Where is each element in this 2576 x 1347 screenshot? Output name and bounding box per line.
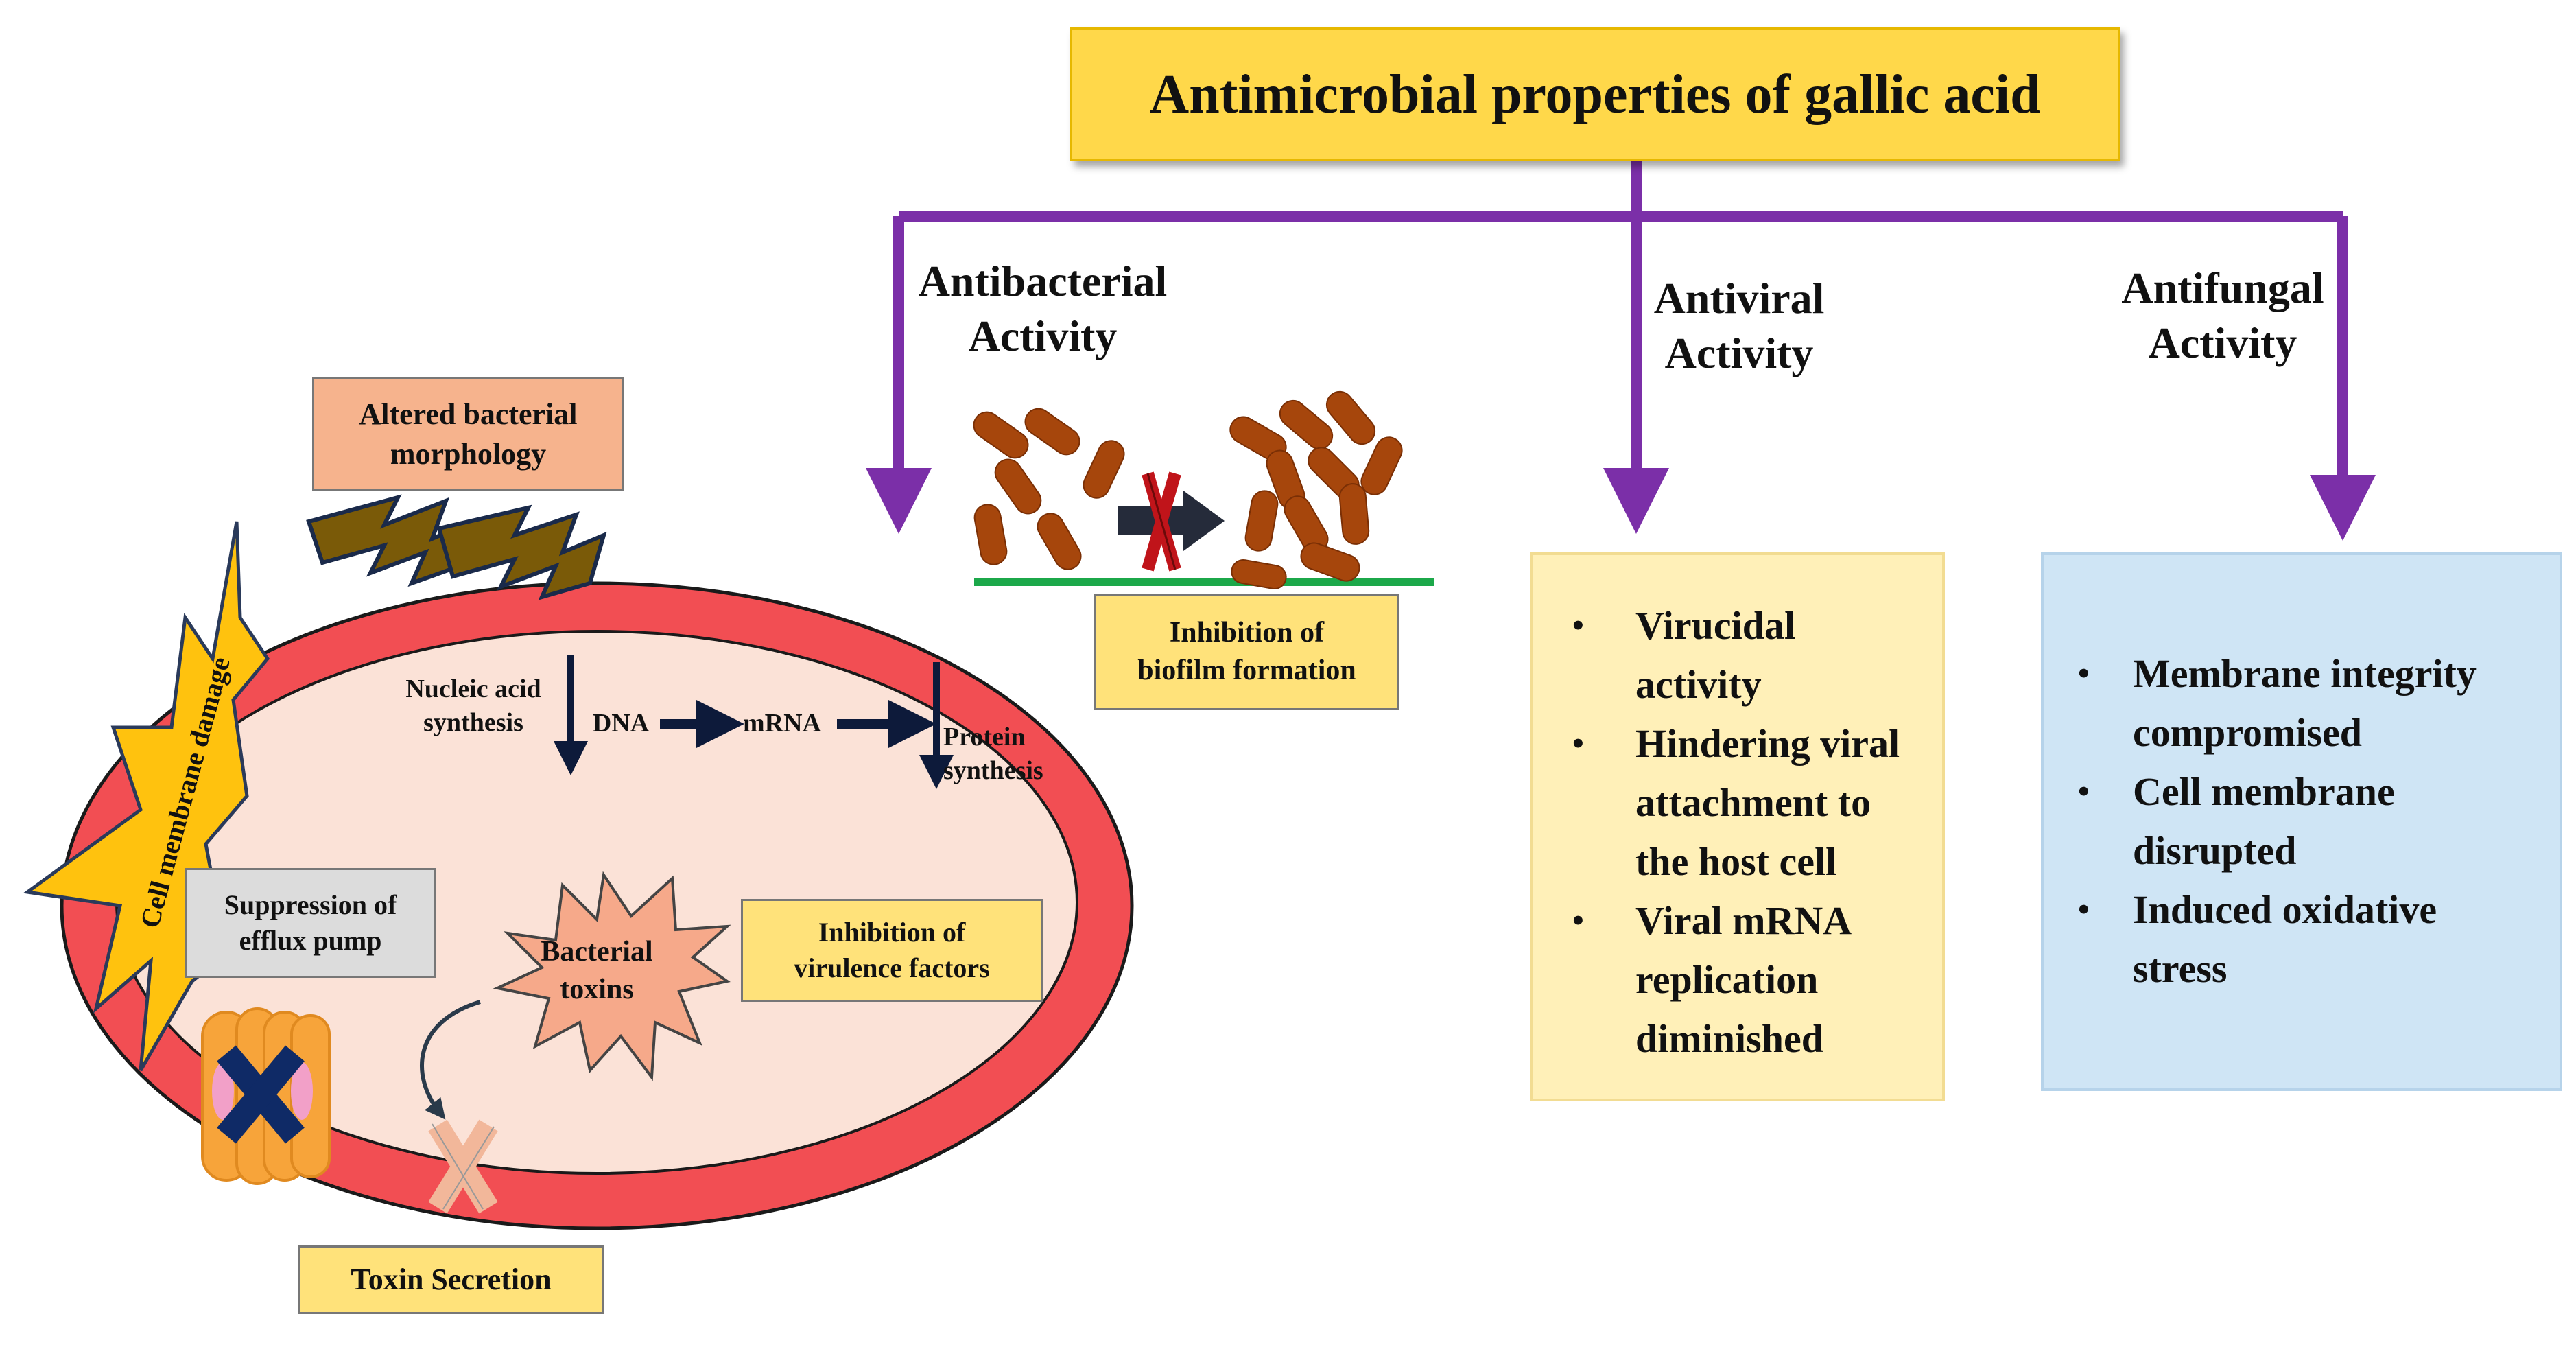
bacterial-toxins-label: Bacterial toxins	[541, 936, 653, 1005]
dna-label: DNA	[592, 709, 650, 738]
branch-connectors	[866, 161, 2376, 541]
dogma-arrows	[554, 655, 954, 789]
efflux-pump-box: Suppression of efflux pump	[185, 868, 436, 978]
efflux-pump-icon	[201, 1007, 331, 1185]
nucleic-acid-label: Nucleic acid synthesis	[405, 675, 541, 738]
antiviral-item: Viral mRNA replication diminished	[1553, 891, 1922, 1068]
title-box: Antimicrobial properties of gallic acid	[1070, 27, 2120, 161]
bacterial-toxins-burst-icon	[493, 871, 731, 1081]
antifungal-panel: Membrane integrity compromised Cell memb…	[2041, 552, 2562, 1091]
toxin-secretion-curved-arrow	[420, 1000, 481, 1120]
biofilm-box: Inhibition of biofilm formation	[1094, 594, 1399, 710]
antifungal-list: Membrane integrity compromised Cell memb…	[2064, 644, 2539, 998]
antifungal-item: Induced oxidative stress	[2064, 880, 2539, 998]
lightning-icon	[306, 494, 607, 600]
bacteria-rods-scattered	[973, 408, 1125, 570]
mrna-label: mRNA	[743, 709, 821, 738]
antifungal-item: Cell membrane disrupted	[2064, 762, 2539, 880]
antifungal-item: Membrane integrity compromised	[2064, 644, 2539, 762]
bacteria-rods-cluster	[1229, 390, 1403, 589]
biofilm-blocked-arrow	[1118, 471, 1225, 572]
altered-morphology-box: Altered bacterial morphology	[312, 377, 624, 491]
virulence-factors-box: Inhibition of virulence factors	[741, 899, 1043, 1002]
antiviral-item: Hindering viral attachment to the host c…	[1553, 714, 1922, 891]
protein-synthesis-label: Protein synthesis	[943, 723, 1043, 786]
antiviral-item: Virucidal activity	[1553, 596, 1922, 714]
diagram-title: Antimicrobial properties of gallic acid	[1149, 64, 2041, 125]
toxin-secretion-box: Toxin Secretion	[298, 1245, 604, 1314]
toxin-block-outline	[432, 1123, 495, 1210]
antiviral-list: Virucidal activity Hindering viral attac…	[1553, 596, 1922, 1068]
antifungal-label: Antifungal Activity	[2121, 263, 2324, 367]
antiviral-panel: Virucidal activity Hindering viral attac…	[1530, 552, 1945, 1101]
toxin-block-icon	[428, 1119, 498, 1214]
antiviral-label: Antiviral Activity	[1653, 274, 1825, 377]
antibacterial-label: Antibacterial Activity	[918, 257, 1168, 360]
